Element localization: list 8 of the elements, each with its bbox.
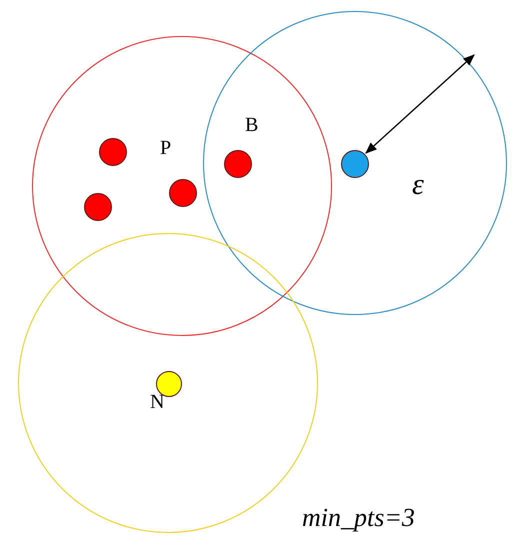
data-point <box>341 150 369 178</box>
point-label: N <box>150 392 164 412</box>
parameter-label: min_pts=3 <box>302 505 415 531</box>
core-point <box>99 138 127 166</box>
core-point <box>84 193 112 221</box>
point-label: P <box>160 138 172 158</box>
point-label: B <box>245 115 258 135</box>
epsilon-label: ε <box>412 170 424 200</box>
